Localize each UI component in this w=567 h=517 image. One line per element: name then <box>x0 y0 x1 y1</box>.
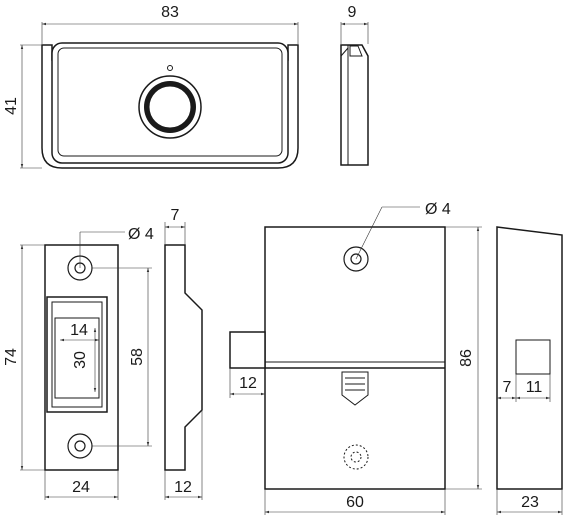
strike-plate-front-view: Ø 4 14 30 74 58 24 <box>3 226 154 500</box>
lock-side-slot-label: 11 <box>526 379 543 396</box>
lock-width-label: 60 <box>346 494 364 511</box>
lock-side-offset-label: 7 <box>503 379 512 396</box>
lock-side-slot <box>515 339 551 375</box>
strike-hole-diameter-label: Ø 4 <box>128 226 154 243</box>
handle-height-label: 41 <box>3 97 20 115</box>
lock-bottom-hole-hidden <box>343 444 369 470</box>
strike-height-label: 74 <box>3 348 20 366</box>
handle-side-view: 9 <box>340 4 369 166</box>
handle-led-dot <box>167 65 173 71</box>
strike-side-depth-label: 12 <box>174 479 192 496</box>
lock-height-label: 86 <box>458 349 475 367</box>
lock-body-front-view: Ø 4 12 60 86 <box>229 201 482 515</box>
strike-inner-width-label: 14 <box>70 322 88 339</box>
handle-front-view: 83 41 <box>3 4 299 169</box>
strike-width-label: 24 <box>72 479 90 496</box>
lock-bolt-projection-label: 12 <box>239 375 257 392</box>
strike-plate-side-view: 7 12 <box>164 207 203 500</box>
fingerprint-reader-inner <box>148 85 192 129</box>
strike-inner-height-label: 30 <box>72 351 89 369</box>
lock-hole-diameter-label: Ø 4 <box>425 201 451 218</box>
strike-hole-spacing-label: 58 <box>129 348 146 366</box>
handle-width-label: 83 <box>161 4 179 21</box>
lock-side-depth-label: 23 <box>521 494 539 511</box>
handle-side-width-label: 9 <box>348 4 357 21</box>
lock-bolt <box>229 331 266 369</box>
lock-body-side-view: 7 11 23 <box>496 226 563 515</box>
lock-latch <box>341 371 369 406</box>
strike-side-width-label: 7 <box>171 207 180 224</box>
